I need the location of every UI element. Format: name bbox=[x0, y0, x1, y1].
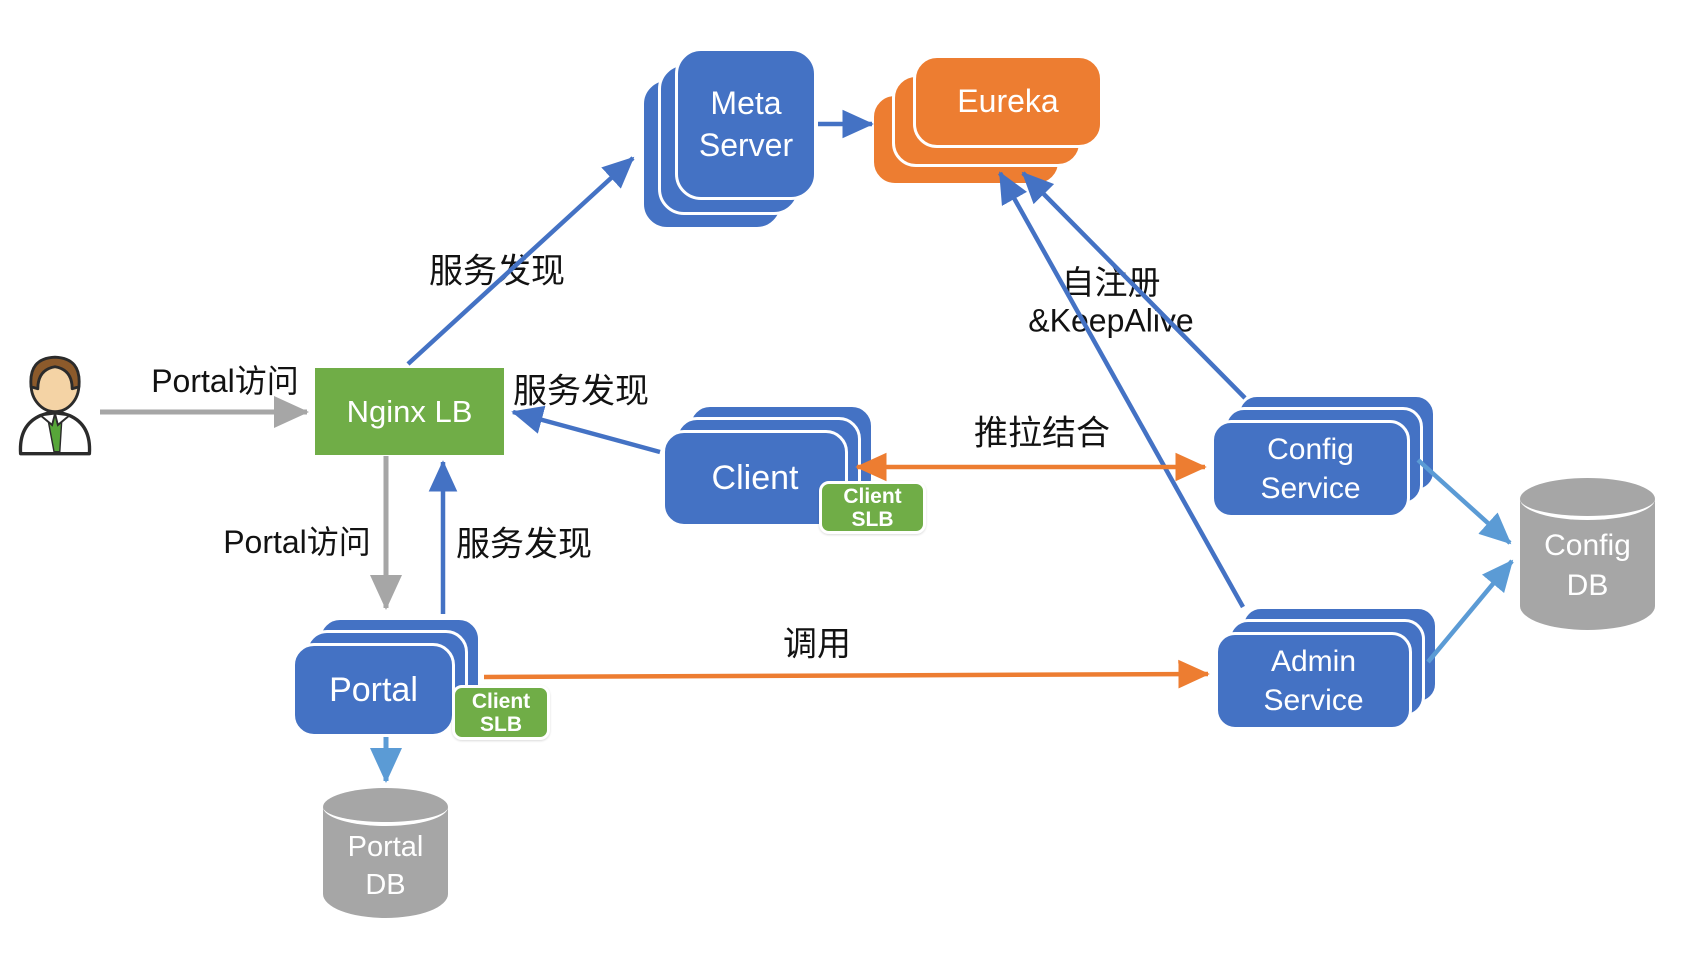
label-keepalive: &KeepAlive bbox=[1028, 302, 1194, 339]
config-db-cylinder: Config DB bbox=[1520, 478, 1655, 630]
portal-slb-badge: Client SLB bbox=[452, 685, 550, 740]
meta-server-label-line2: Server bbox=[698, 127, 794, 163]
config-service-line1: Config bbox=[1267, 433, 1354, 466]
admin-service-line1: Admin bbox=[1270, 645, 1357, 678]
label-self-register: 自注册 bbox=[1061, 266, 1161, 302]
client-slb-line1: Client bbox=[843, 484, 902, 508]
label-service-discovery-meta: 服务发现 bbox=[429, 253, 565, 291]
meta-server-node: Meta Server bbox=[641, 48, 817, 230]
label-portal-access-vertical: Portal访问 bbox=[223, 524, 371, 560]
admin-service-line2: Service bbox=[1263, 684, 1364, 717]
portal-node: Portal bbox=[292, 617, 481, 737]
label-invoke: 调用 bbox=[783, 626, 851, 664]
portal-db-line2: DB bbox=[365, 869, 406, 901]
client-label: Client bbox=[711, 459, 799, 497]
config-db-line1: Config bbox=[1544, 529, 1631, 562]
config-service-line2: Service bbox=[1260, 472, 1361, 505]
eureka-node: Eureka bbox=[871, 55, 1103, 186]
eureka-label: Eureka bbox=[957, 83, 1059, 119]
client-slb-line2: SLB bbox=[851, 507, 894, 531]
nginx-lb-node: Nginx LB bbox=[315, 368, 504, 455]
portal-db-line1: Portal bbox=[347, 831, 424, 863]
portal-slb-line1: Client bbox=[471, 689, 531, 713]
nginx-lb-label: Nginx LB bbox=[346, 393, 473, 429]
portal-slb-line2: SLB bbox=[480, 712, 522, 736]
label-service-discovery-client: 服务发现 bbox=[513, 373, 649, 411]
config-service-node: Config Service bbox=[1211, 394, 1436, 518]
label-service-discovery-portal: 服务发现 bbox=[456, 526, 592, 564]
user-icon bbox=[12, 352, 98, 456]
admin-service-node: Admin Service bbox=[1215, 606, 1438, 730]
arrow-client-to-nginx bbox=[511, 405, 661, 455]
label-push-pull: 推拉结合 bbox=[974, 415, 1110, 453]
meta-server-label-line1: Meta bbox=[710, 85, 782, 121]
config-db-line2: DB bbox=[1566, 569, 1609, 602]
label-portal-access-top: Portal访问 bbox=[151, 363, 299, 399]
arrow-admin-service-to-eureka bbox=[998, 171, 1245, 609]
arrow-portal-to-admin-service bbox=[483, 659, 1210, 689]
portal-db-cylinder: Portal DB bbox=[323, 788, 448, 918]
portal-label: Portal bbox=[329, 670, 418, 709]
client-slb-badge: Client SLB bbox=[819, 481, 926, 534]
arrow-admin-service-to-config-db bbox=[1426, 559, 1514, 664]
